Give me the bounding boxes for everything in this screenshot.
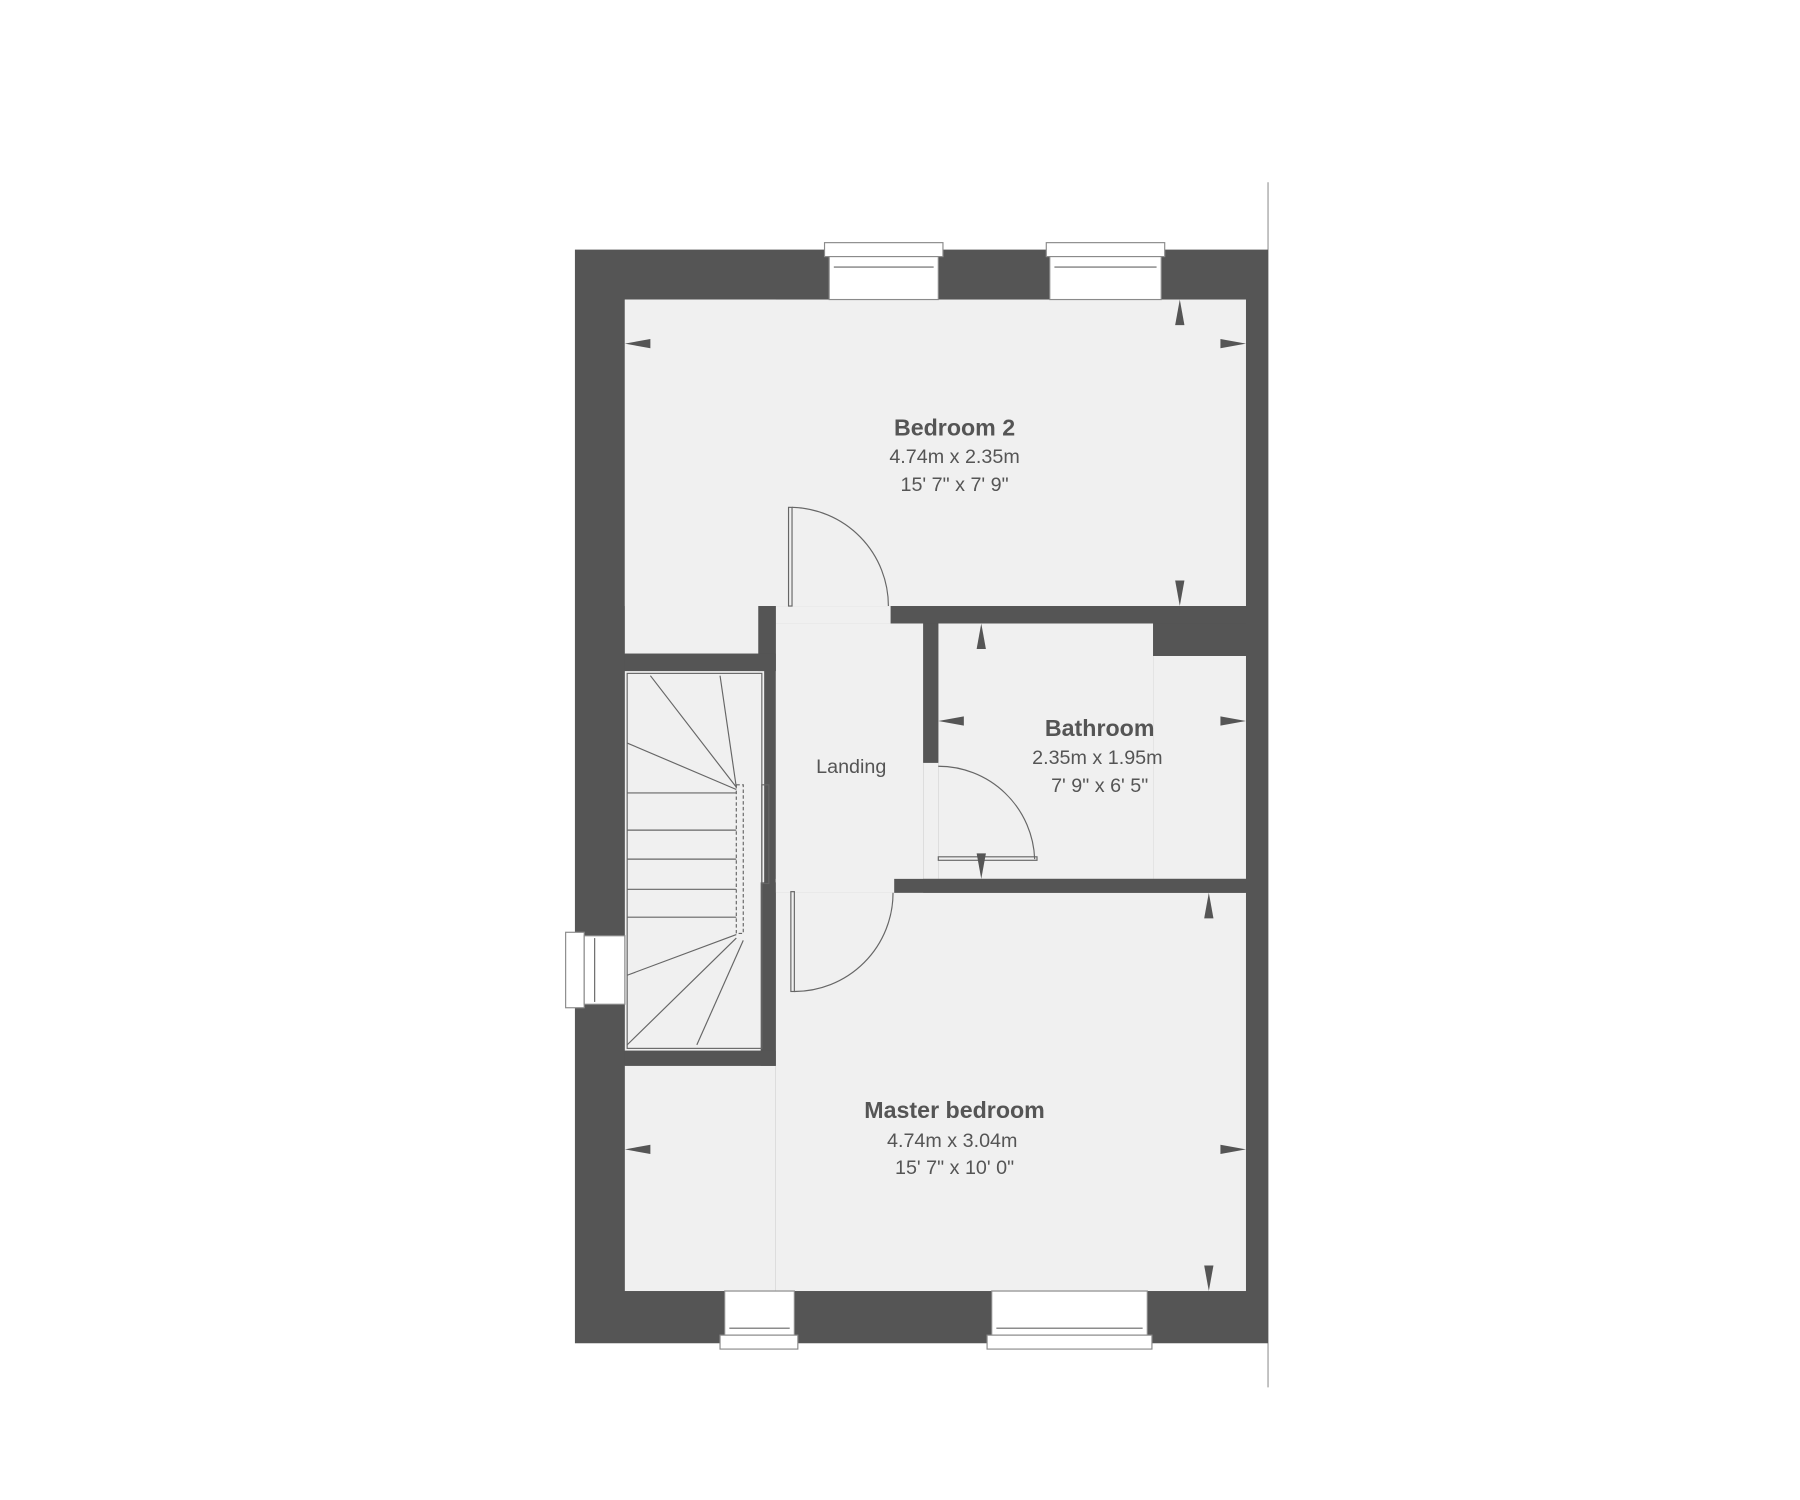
room-name-master-bedroom: Master bedroom: [864, 1097, 1045, 1123]
landing-floor: [775, 623, 924, 893]
wall-corner-block: [1153, 623, 1246, 656]
room-imperial-bathroom: 7' 9" x 6' 5": [1051, 775, 1148, 797]
bedroom-2-floor-strip: [758, 299, 776, 607]
room-name-bedroom-2: Bedroom 2: [894, 414, 1015, 440]
door-master-bedroom[interactable]: [790, 891, 894, 993]
room-metric-bedroom-2: 4.74m x 2.35m: [889, 446, 1019, 468]
room-metric-bathroom: 2.35m x 1.95m: [1032, 747, 1162, 769]
master-bedroom-floor-left: [624, 1065, 776, 1292]
room-metric-master-bedroom: 4.74m x 3.04m: [887, 1130, 1017, 1152]
room-name-landing: Landing: [816, 756, 886, 778]
room-name-bathroom: Bathroom: [1045, 715, 1155, 741]
bathroom-floor: [938, 623, 1154, 879]
door-bedroom-2[interactable]: [787, 506, 889, 607]
room-imperial-master-bedroom: 15' 7" x 10' 0": [895, 1157, 1014, 1179]
wall-bathroom-left: [923, 623, 939, 763]
master-bedroom-floor: [775, 892, 1246, 1292]
window-left: [565, 931, 626, 1009]
wall-below-stairs: [624, 1050, 776, 1066]
staircase: [626, 672, 770, 1049]
wall-bathroom-master: [894, 878, 1246, 893]
wall-stairs-right: [760, 882, 776, 1066]
stairs-floor: [624, 671, 765, 1051]
landing-doorway: [775, 606, 891, 624]
bathroom-floor-right: [1153, 655, 1246, 879]
bedroom-2-floor-left: [624, 299, 759, 654]
wall-above-stairs: [624, 653, 776, 672]
dimension-arrows: [624, 299, 1246, 1292]
master-doorway: [775, 878, 895, 893]
wall-bedroom2-bathroom: [890, 606, 1246, 624]
window-bottom-right: [986, 1290, 1153, 1350]
bathroom-doorway: [923, 762, 939, 879]
window-top-right: [1045, 242, 1166, 301]
window-top-left: [823, 242, 944, 301]
window-bottom-left: [719, 1290, 799, 1350]
door-bathroom[interactable]: [937, 765, 1038, 861]
room-imperial-bedroom-2: 15' 7" x 7' 9": [900, 474, 1008, 496]
